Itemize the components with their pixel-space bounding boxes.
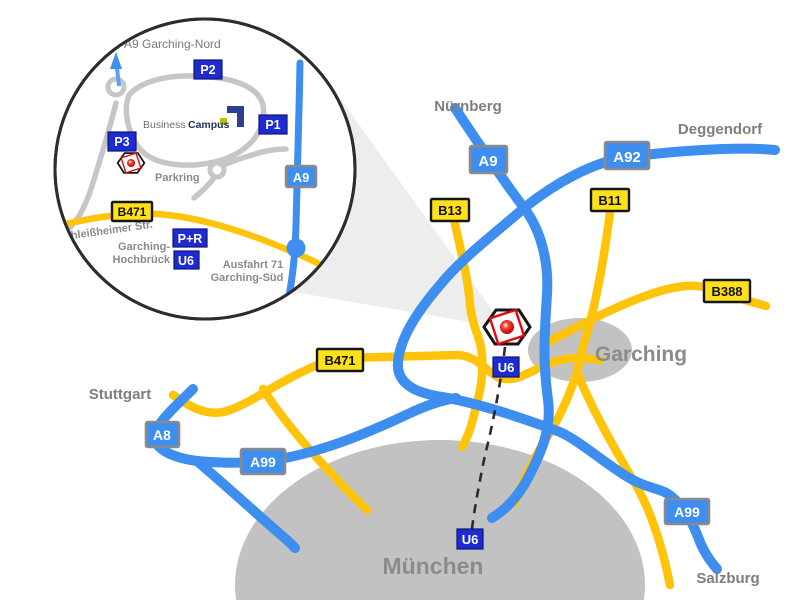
inset-campus-ring — [123, 73, 267, 168]
inset-exit-node — [286, 238, 306, 258]
inset-road-south-spoke — [191, 175, 217, 201]
badge-b471: B471 — [315, 347, 365, 373]
label-deggendorf: Deggendorf — [678, 121, 763, 138]
label-muenchen: München — [383, 553, 484, 579]
inset-roundabout-north — [105, 76, 127, 98]
detail-inset: Business Campus A9 Garching-Nord Parkrin… — [53, 17, 357, 321]
badge-a99-east: A99 — [663, 497, 711, 526]
inset-road-east-spoke — [218, 146, 289, 169]
svg-text:P+R: P+R — [178, 232, 203, 246]
badge-b11: B11 — [589, 187, 631, 213]
badge-a99-west: A99 — [239, 447, 287, 476]
inset-parkring-label: Parkring — [155, 172, 200, 184]
svg-text:U6: U6 — [462, 532, 479, 547]
road-b13 — [447, 204, 487, 452]
inset-badge-p2: P2 — [193, 59, 223, 80]
campus-name-part2: Campus — [188, 119, 230, 131]
label-nuernberg: Nürnberg — [434, 98, 502, 115]
business-campus-marker — [482, 308, 532, 346]
svg-text:B13: B13 — [438, 203, 462, 218]
badge-b13: B13 — [429, 197, 471, 223]
svg-text:A9: A9 — [478, 153, 497, 170]
svg-text:A8: A8 — [153, 427, 171, 443]
svg-text:B471: B471 — [118, 205, 147, 219]
inset-direction-label: A9 Garching-Nord — [124, 37, 221, 51]
inset-badge-b471: B471 — [110, 200, 154, 223]
svg-text:P1: P1 — [265, 118, 280, 132]
inset-roundabout-south — [207, 160, 227, 180]
svg-text:B11: B11 — [598, 193, 621, 208]
badge-a9: A9 — [468, 144, 509, 175]
label-stuttgart: Stuttgart — [89, 386, 152, 403]
inset-badge-a9: A9 — [284, 164, 318, 189]
main-map: A9 A92 A8 A99 A99 B13 B11 B388 — [89, 80, 780, 600]
inset-station-line1: Garching- — [118, 241, 170, 253]
inset-circle-border — [53, 17, 357, 321]
svg-text:A9: A9 — [293, 170, 310, 185]
road-b11 — [572, 207, 615, 377]
badge-a8: A8 — [144, 420, 181, 449]
road-a8-muenchen — [192, 456, 300, 553]
label-garching: Garching — [595, 343, 687, 366]
business-campus-logo — [220, 106, 244, 127]
badge-b388: B388 — [702, 278, 752, 304]
inset-badge-p3: P3 — [107, 131, 137, 152]
inset-exit-line1: Ausfahrt 71 — [223, 259, 284, 271]
svg-text:A92: A92 — [613, 149, 641, 166]
inset-road-a9 — [284, 59, 304, 306]
inset-station-line2: Hochbrück — [113, 254, 171, 266]
badge-a92: A92 — [603, 140, 651, 171]
u6-metro-line — [468, 346, 507, 550]
inset-exit-line2: Garching-Süd — [211, 272, 284, 284]
svg-text:B388: B388 — [711, 284, 742, 299]
svg-text:P3: P3 — [114, 135, 129, 149]
inset-badge-pr: P+R — [172, 228, 208, 248]
badge-u6-south: U6 — [456, 528, 484, 550]
svg-text:A99: A99 — [250, 454, 276, 470]
inset-badge-u6: U6 — [173, 250, 200, 270]
svg-text:A99: A99 — [674, 504, 700, 520]
campus-name-part1: Business — [143, 119, 186, 131]
north-arrow-icon — [110, 52, 122, 87]
road-a9 — [450, 103, 554, 523]
svg-text:B471: B471 — [324, 353, 355, 368]
label-salzburg: Salzburg — [696, 570, 759, 587]
svg-text:U6: U6 — [498, 360, 515, 375]
inset-campus-marker — [116, 152, 146, 174]
svg-text:P2: P2 — [200, 63, 215, 77]
svg-text:U6: U6 — [178, 254, 194, 268]
inset-badge-p1: P1 — [258, 114, 288, 135]
badge-u6-north: U6 — [492, 356, 520, 378]
road-a92-a99 — [392, 143, 780, 574]
